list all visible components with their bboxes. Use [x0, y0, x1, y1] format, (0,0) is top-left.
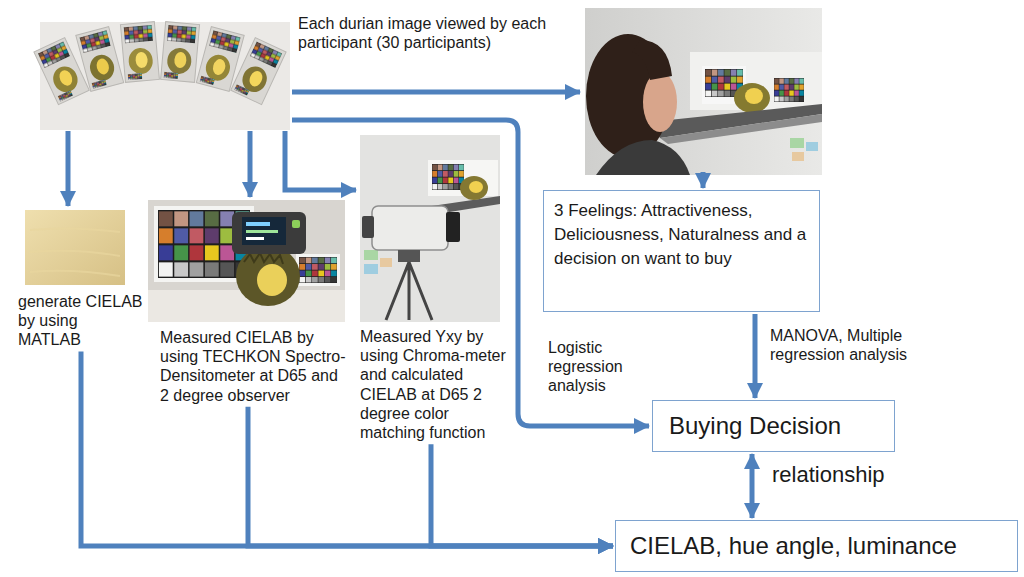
photo-caption-node: Measured Yxy by using Chroma-meter and c…: [356, 135, 506, 442]
durian-card: [120, 22, 159, 83]
durian-card: [247, 69, 265, 89]
techkon-photo: [246, 222, 270, 226]
flow-arrows: [66, 131, 71, 206]
viewer-photo: [774, 78, 804, 102]
techkon-photo: [232, 212, 306, 254]
viewer-photo: [643, 72, 677, 132]
chroma-meter-photo: [432, 164, 464, 190]
box-text: Buying Decision: [669, 412, 878, 441]
annotation-label: Each durian image viewed by each partici…: [298, 14, 580, 52]
chroma-meter-photo: [460, 176, 488, 200]
techkon-photo: [246, 230, 278, 233]
viewer-photo: [806, 142, 818, 151]
flow-arrows: [701, 172, 706, 188]
chroma-meter-photo: [364, 250, 378, 260]
durian-card: [135, 51, 148, 68]
durian-card: [76, 27, 124, 92]
viewer-photo: [632, 40, 672, 80]
durian-card: [124, 25, 153, 43]
viewer-photo: [792, 152, 804, 161]
durian-card: [200, 76, 215, 85]
chroma-meter-photo: [360, 135, 500, 322]
durian-card: [95, 57, 111, 76]
flow-arrows: [248, 131, 253, 197]
durian-card: [38, 42, 70, 68]
chroma-meter-photo: [380, 258, 392, 267]
durian-card: [234, 84, 249, 95]
durian-card: [87, 52, 117, 83]
techkon-photo: [148, 200, 345, 322]
cielab-swatch: [25, 210, 125, 285]
viewer-photo: [690, 52, 822, 110]
durian-card: [174, 52, 187, 69]
chroma-meter-photo: [386, 262, 432, 320]
durian-card: [250, 42, 282, 68]
process-box: CIELAB, hue angle, luminance: [615, 520, 1018, 572]
flow-arrows: [292, 90, 580, 95]
viewer-photo: [585, 8, 822, 175]
chroma-meter-photo: [469, 181, 483, 193]
techkon-photo: [242, 217, 286, 245]
chroma-meter-photo: [362, 216, 374, 238]
chroma-meter-photo: [398, 250, 420, 262]
photo-caption-node: Measured CIELAB by using TECHKON Spectro…: [148, 200, 348, 405]
edge-label: relationship: [772, 462, 932, 488]
cielab-swatch: [25, 210, 125, 285]
durian-card: [231, 38, 286, 105]
flow-arrow: [750, 454, 755, 518]
annotation-label: Logistic regression analysis: [548, 338, 648, 396]
techkon-photo: [296, 254, 340, 286]
photo-caption: Measured Yxy by using Chroma-meter and c…: [360, 327, 506, 442]
viewer-photo: [734, 83, 770, 113]
durian-card: [166, 47, 192, 75]
durian-card: [231, 38, 286, 105]
cielab-swatch: [30, 228, 120, 276]
process-box: 3 Feelings: Attractiveness, Deliciousnes…: [543, 190, 820, 312]
techkon-photo: [148, 200, 345, 322]
durian-card: [128, 73, 142, 80]
techkon-photo: [257, 264, 287, 296]
durian-card: [76, 27, 124, 92]
durian-card: [164, 72, 178, 79]
techkon-photo: [299, 257, 337, 283]
durian-card: [58, 90, 73, 101]
chroma-meter-photo: [364, 264, 378, 274]
photo-caption-node: generate CIELAB by using MATLAB: [18, 208, 143, 350]
techkon-photo: [292, 220, 300, 228]
techkon-photo: [244, 253, 283, 264]
durian-card: [92, 79, 107, 88]
box-text: 3 Feelings: Attractiveness, Deliciousnes…: [554, 199, 809, 271]
viewer-photo: [790, 138, 804, 148]
chroma-meter-photo: [360, 135, 500, 322]
durian-card: [120, 22, 159, 83]
viewer-photo: [745, 88, 763, 104]
flow-arrow: [431, 444, 613, 546]
flow-arrow: [753, 314, 758, 398]
durian-card: [49, 62, 82, 96]
durian-card: [57, 68, 75, 88]
chroma-meter-photo: [372, 206, 448, 250]
photo-caption: generate CIELAB by using MATLAB: [18, 292, 143, 350]
durian-card: [79, 30, 110, 53]
durian-photo-set: [34, 22, 290, 130]
photo-caption: Measured CIELAB by using TECHKON Spectro…: [160, 328, 348, 405]
chroma-meter-photo: [446, 212, 460, 242]
viewer-photo: [585, 8, 822, 175]
box-text: CIELAB, hue angle, luminance: [630, 532, 1003, 561]
viewer-photo: [596, 140, 690, 175]
durian-card: [161, 22, 200, 83]
process-box: Buying Decision: [652, 400, 895, 452]
techkon-photo: [246, 237, 264, 240]
techkon-photo: [236, 246, 300, 306]
durian-card: [161, 22, 200, 83]
edge-label: MANOVA, Multiple regression analysis: [770, 326, 920, 364]
durian-card: [209, 30, 240, 53]
flow-arrows: [285, 131, 356, 190]
durian-card: [128, 47, 154, 75]
durian-card: [211, 58, 227, 77]
durian-card: [167, 25, 196, 43]
